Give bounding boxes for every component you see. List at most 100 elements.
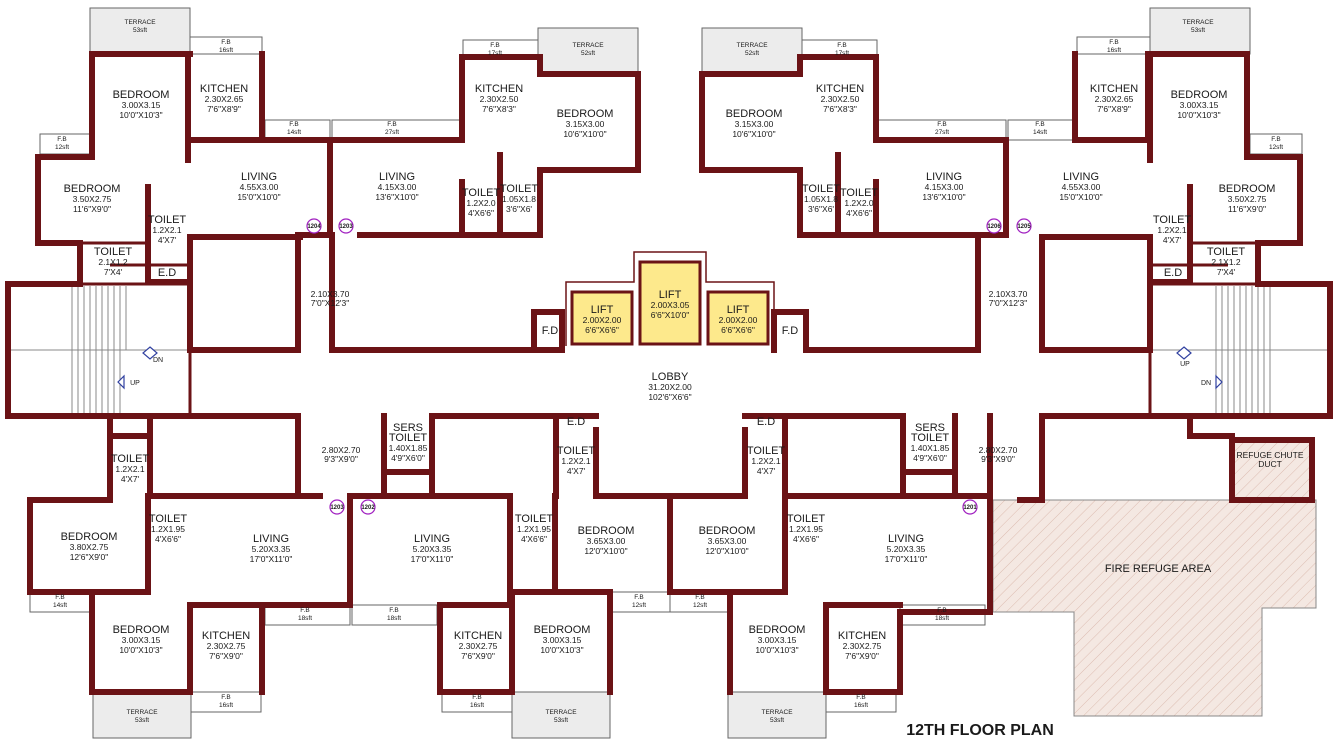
label-bc2-fb-l-1: 12sft: [693, 602, 707, 609]
label-tr-fb-right-0: F.B: [1271, 136, 1280, 143]
label-fire-refuge-0: FIRE REFUGE AREA: [1105, 563, 1212, 575]
label-tl-toilet1-0: TOILET: [148, 214, 187, 226]
label-tr-fb-mid-1: 14sft: [1033, 129, 1047, 136]
label-bc1-bedroom1-0: BEDROOM: [578, 525, 635, 537]
label-bl-toilet1-0: TOILET: [111, 453, 150, 465]
label-tc2-terrace-1: 52sft: [745, 50, 759, 57]
svg-text:1206: 1206: [987, 224, 1001, 230]
label-tr-bedroom2-1: 3.50X2.75: [1228, 194, 1267, 204]
label-bc1-toilet2-1: 1.2X2.1: [561, 456, 591, 466]
label-fd2-0: F.D: [782, 325, 799, 337]
label-tc2-toilet1-2: 3'6"X6': [808, 204, 834, 214]
stair-dn-label: DN: [153, 357, 163, 364]
label-tl-kitchen-1: 2.30X2.65: [205, 94, 244, 104]
label-bc1-kitchen-0: KITCHEN: [454, 630, 502, 642]
label-bc2-toilet1-0: TOILET: [747, 445, 786, 457]
label-refuge-chute-1: DUCT: [1258, 459, 1282, 469]
label-bl-fb-bot-1: 16sft: [219, 702, 233, 709]
terrace-tc1: [537, 27, 639, 75]
label-tc2-kitchen-1: 2.30X2.50: [821, 94, 860, 104]
label-tc1-fb-top-1: 17sft: [488, 50, 502, 57]
label-tl-living-1: 4.55X3.00: [240, 182, 279, 192]
label-tc2-bedroom-2: 10'6"X10'0": [732, 129, 775, 139]
label-ed-b2-0: E.D: [757, 416, 775, 428]
label-bl-living-1: 5.20X3.35: [252, 544, 291, 554]
label-tr-hall-0: 2.10X3.70: [989, 289, 1028, 299]
label-bc1-fb-bot-0: F.B: [472, 694, 481, 701]
label-bl-bedroom2-1: 3.00X3.15: [122, 635, 161, 645]
label-tc2-bedroom-1: 3.15X3.00: [735, 119, 774, 129]
label-bl-hall-0: 2.80X2.70: [322, 445, 361, 455]
label-tl-bedroom1-1: 3.00X3.15: [122, 100, 161, 110]
door-tags: 1204 1203 1206 1205 1203 1202 1201: [306, 218, 1032, 515]
label-tl-living-2: 15'0"X10'0": [237, 192, 280, 202]
label-tc1-bedroom-0: BEDROOM: [557, 108, 614, 120]
label-tc1-bedroom-2: 10'6"X10'0": [563, 129, 606, 139]
label-tl-toilet1-1: 1.2X2.1: [152, 225, 182, 235]
label-tr-toilet2-1: 2.1X1.2: [1211, 257, 1241, 267]
label-tr-kitchen-2: 7'6"X8'9": [1097, 104, 1131, 114]
label-tr-kitchen-1: 2.30X2.65: [1095, 94, 1134, 104]
label-tc2-toilet2-0: TOILET: [840, 187, 879, 199]
label-bc2-fb-1: 18sft: [935, 615, 949, 622]
label-bc2-fb-bot-0: F.B: [856, 694, 865, 701]
label-tr-ed-0: E.D: [1164, 267, 1182, 279]
label-tr-bedroom2-0: BEDROOM: [1219, 183, 1276, 195]
svg-text:1205: 1205: [1017, 224, 1031, 230]
label-tc2-fb-top-1: 17sft: [835, 50, 849, 57]
label-bc1-kitchen-1: 2.30X2.75: [459, 641, 498, 651]
label-bc1-fb-bot-1: 16sft: [470, 702, 484, 709]
label-lobby-1: 31.20X2.00: [648, 382, 692, 392]
label-tl-bedroom1-2: 10'0"X10'3": [119, 110, 162, 120]
label-tl-fb-mid-1: 14sft: [287, 129, 301, 136]
walls: [5, 51, 1333, 695]
label-tl-bedroom2-0: BEDROOM: [64, 183, 121, 195]
label-bc1-terrace-1: 53sft: [554, 717, 568, 724]
stair-up-arrow-icon: [1176, 346, 1192, 360]
label-sers2-1: TOILET: [911, 432, 950, 444]
room-labels: TERRACE53sftF.B16sftBEDROOM3.00X3.1510'0…: [53, 19, 1304, 724]
svg-text:1201: 1201: [963, 505, 977, 511]
label-tr-living-2: 15'0"X10'0": [1059, 192, 1102, 202]
label-bc2-bedroom2-0: BEDROOM: [749, 624, 806, 636]
label-refuge-chute-0: REFUGE CHUTE: [1236, 450, 1303, 460]
label-bc2-bedroom1-2: 12'0"X10'0": [705, 546, 748, 556]
label-tc1-toilet2-1: 1.05X1.8: [502, 194, 536, 204]
label-tr-toilet1-0: TOILET: [1153, 214, 1192, 226]
label-bc1-toilet2-0: TOILET: [557, 445, 596, 457]
fb-bl-bot: [190, 691, 262, 713]
label-tr-fb-mid-0: F.B: [1035, 121, 1044, 128]
terrace-tl: [89, 7, 191, 55]
label-tl-kitchen-0: KITCHEN: [200, 83, 248, 95]
label-bl-bedroom2-0: BEDROOM: [113, 624, 170, 636]
label-bl-living-0: LIVING: [253, 533, 289, 545]
label-bc2-toilet1-2: 4'X7': [757, 466, 776, 476]
label-bc1-toilet1-1: 1.2X1.95: [517, 524, 551, 534]
label-bl-toilet1-1: 1.2X2.1: [115, 464, 145, 474]
label-bc2-bedroom1-1: 3.65X3.00: [708, 536, 747, 546]
label-tc1-terrace-1: 52sft: [581, 50, 595, 57]
label-tc1-living-0: LIVING: [379, 171, 415, 183]
label-lift2-2: 6'6"X10'0": [651, 310, 690, 320]
terrace-bc2: [727, 691, 827, 739]
label-tc1-fb-top-0: F.B: [490, 42, 499, 49]
label-tc1-fb-0: F.B: [387, 121, 396, 128]
lift-center: [638, 260, 702, 346]
label-tc2-fb-0: F.B: [937, 121, 946, 128]
label-tr-toilet1-2: 4'X7': [1163, 235, 1182, 245]
label-tr-toilet2-0: TOILET: [1207, 246, 1246, 258]
label-bl-fb-left-0: F.B: [55, 594, 64, 601]
staircase-right: [1148, 282, 1332, 418]
label-bl-toilet1-2: 4'X7': [121, 474, 140, 484]
label-tl-fb-left-1: 12sft: [55, 144, 69, 151]
label-tl-toilet2-0: TOILET: [94, 246, 133, 258]
label-bc1-living-2: 17'0"X11'0": [411, 554, 454, 564]
label-bc1-bedroom2-1: 3.00X3.15: [543, 635, 582, 645]
label-bl-kitchen-2: 7'6"X9'0": [209, 651, 243, 661]
label-bc2-toilet1-1: 1.2X2.1: [751, 456, 781, 466]
label-tc2-bedroom-0: BEDROOM: [726, 108, 783, 120]
stair-up-label: UP: [130, 380, 140, 387]
label-tl-ed-0: E.D: [158, 267, 176, 279]
label-tc2-kitchen-0: KITCHEN: [816, 83, 864, 95]
